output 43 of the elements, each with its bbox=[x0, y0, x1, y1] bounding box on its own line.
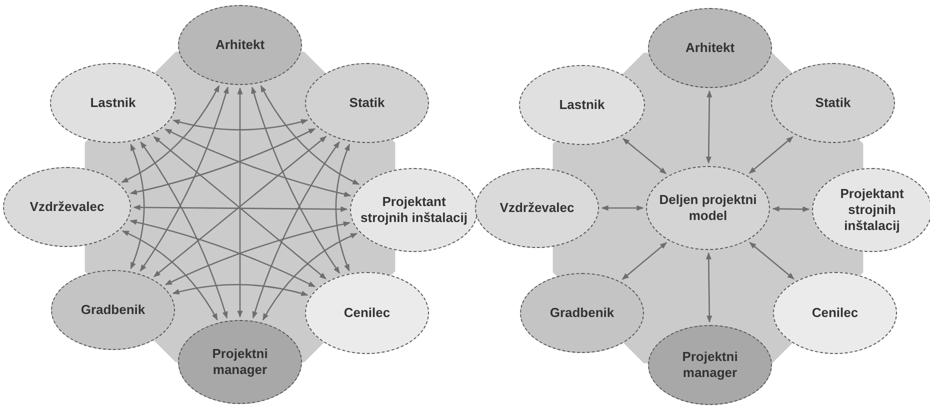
role-label: Projektant strojnih inštalacij bbox=[360, 194, 468, 226]
arrow bbox=[706, 90, 712, 164]
arrow bbox=[748, 136, 794, 174]
arrow bbox=[172, 284, 308, 296]
role-label: Vzdrževalec bbox=[500, 200, 574, 216]
role-label: Gradbenik bbox=[550, 305, 614, 321]
arrow bbox=[262, 232, 358, 320]
arrow bbox=[260, 85, 360, 185]
arrow bbox=[252, 141, 340, 319]
arrow bbox=[622, 138, 667, 174]
arrow bbox=[140, 86, 229, 272]
arrow bbox=[622, 242, 667, 280]
arrow bbox=[122, 230, 218, 320]
arrow bbox=[749, 242, 794, 280]
arrow bbox=[130, 220, 316, 288]
role-label: Projektni manager bbox=[211, 346, 269, 378]
arrow bbox=[237, 87, 243, 318]
arrow bbox=[130, 128, 316, 195]
arrow bbox=[335, 144, 350, 272]
role-label: Statik bbox=[815, 95, 851, 111]
role-label: Arhitekt bbox=[685, 40, 735, 56]
arrow bbox=[706, 252, 712, 323]
role-label: Projektni manager bbox=[681, 349, 739, 381]
role-label: Lastnik bbox=[90, 95, 136, 111]
arrow bbox=[140, 141, 228, 319]
arrow bbox=[164, 128, 352, 197]
arrow bbox=[133, 204, 348, 212]
arrow bbox=[130, 144, 145, 270]
arrow bbox=[601, 205, 644, 211]
arrow bbox=[172, 119, 308, 130]
role-label: Projektant strojnih inštalacij bbox=[839, 186, 905, 234]
role-label: Vzdrževalec bbox=[30, 199, 104, 215]
role-label: Statik bbox=[349, 95, 385, 111]
role-label: Deljen projektni model bbox=[658, 192, 758, 224]
role-label: Cenilec bbox=[812, 305, 858, 321]
arrow bbox=[121, 85, 220, 183]
role-label: Lastnik bbox=[559, 97, 605, 113]
role-label: Gradbenik bbox=[80, 302, 146, 318]
arrow bbox=[251, 86, 340, 274]
arrow bbox=[772, 206, 810, 212]
arrow bbox=[164, 221, 350, 286]
role-label: Arhitekt bbox=[215, 37, 265, 53]
role-label: Cenilec bbox=[344, 305, 390, 321]
